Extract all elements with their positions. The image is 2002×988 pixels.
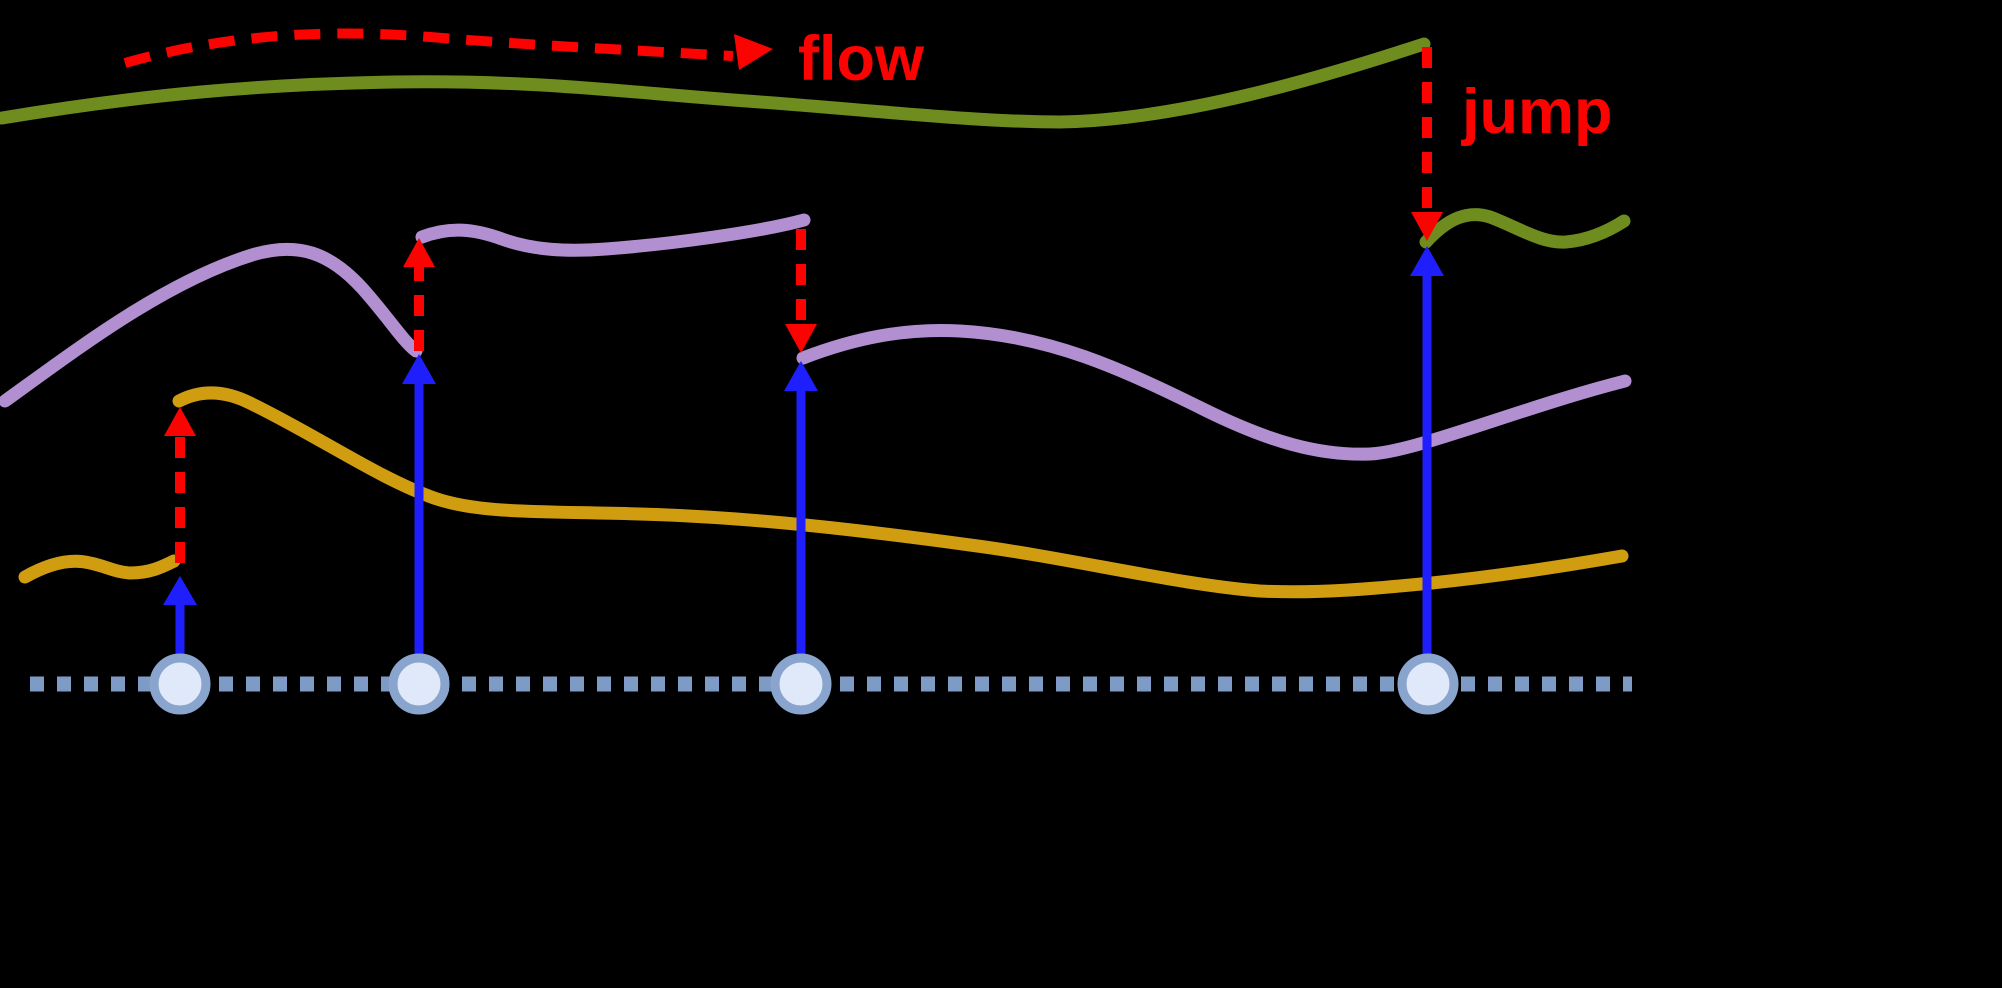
event-node-4 <box>1397 653 1459 715</box>
event-2-group <box>402 238 436 659</box>
event-node-2 <box>388 653 450 715</box>
purple-trajectory <box>0 213 1632 461</box>
green-flow-post-jump <box>1419 208 1631 249</box>
event-3-group <box>784 229 818 659</box>
purple-flow-pre-jump <box>0 242 423 408</box>
event-arrowhead-icon <box>784 361 818 391</box>
event-1-group <box>163 407 197 659</box>
green-flow-pre-jump <box>0 37 1431 129</box>
orange-flow-pre-jump <box>18 554 181 584</box>
jump-arrowhead-icon <box>785 324 817 353</box>
jump-arrowhead-icon <box>1411 212 1443 241</box>
event-timeline <box>30 653 1632 715</box>
orange-flow-post-jump <box>172 386 1629 599</box>
jump-arrowhead-icon <box>403 238 435 267</box>
event-arrowhead-icon <box>1410 246 1444 276</box>
flow-arrow-dashes <box>123 28 734 68</box>
flow-arrowhead-icon <box>734 34 773 70</box>
orange-trajectory <box>18 386 1629 599</box>
jump-arrowhead-icon <box>164 407 196 436</box>
event-arrowhead-icon <box>402 354 436 384</box>
purple-flow-post-jump <box>796 324 1632 461</box>
event-node-1 <box>149 653 211 715</box>
event-arrowhead-icon <box>163 576 197 605</box>
jump-label: jump <box>1461 77 1613 147</box>
purple-flow-mid <box>415 213 811 257</box>
flow-annotation-arrow <box>123 28 773 70</box>
event-4-group <box>1410 47 1444 657</box>
flow-label: flow <box>798 24 925 94</box>
event-node-3 <box>770 653 832 715</box>
green-trajectory <box>0 37 1631 249</box>
